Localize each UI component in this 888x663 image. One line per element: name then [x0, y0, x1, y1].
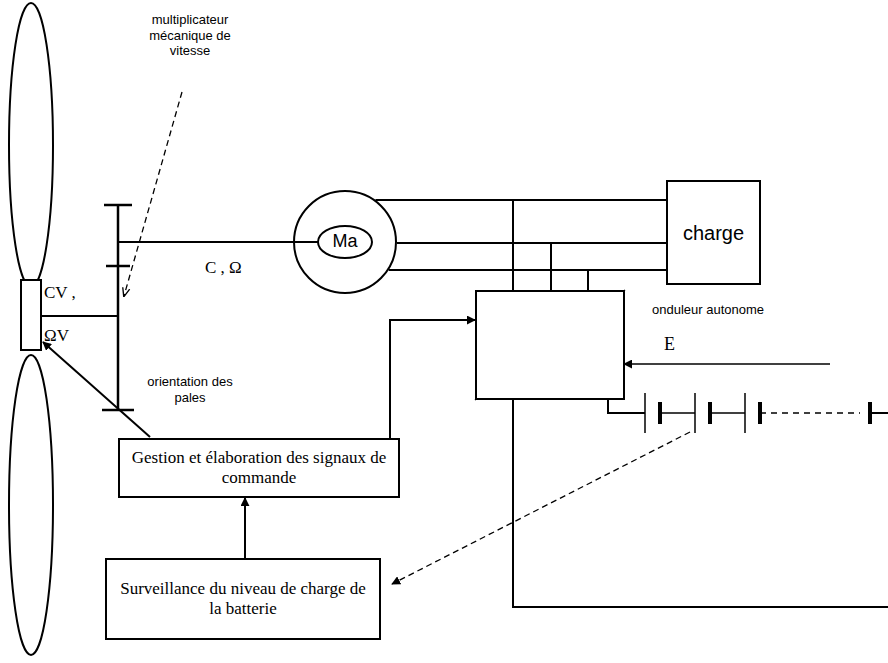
box-heading: onduleur autonome [652, 302, 764, 318]
signal-name: CV , [44, 283, 94, 303]
input-shaft [41, 315, 118, 317]
signal-arrow [245, 498, 246, 558]
machine-stator [294, 191, 396, 293]
leader-line [392, 432, 690, 584]
part-label: orientation des pales [140, 374, 240, 405]
gear [106, 265, 130, 268]
box-text: Gestion et élaboration des signaux de co… [126, 448, 392, 489]
signal-name: C , Ω [205, 258, 275, 278]
battery [645, 393, 888, 433]
connector-path [390, 320, 475, 438]
blade [9, 3, 53, 287]
battery-plate [644, 393, 646, 433]
voltage-label: E [664, 334, 694, 356]
process-box: Gestion et élaboration des signaux de co… [118, 438, 400, 498]
power-line [376, 200, 666, 270]
part-label: multiplicateur mécanique de vitesse [140, 12, 240, 59]
machine-rotor [318, 226, 372, 258]
box-text: charge [683, 221, 744, 245]
pitch-control-arrow [43, 342, 150, 437]
connector-path [397, 243, 551, 290]
voltage-arrow [624, 363, 830, 364]
battery-wire [870, 412, 888, 414]
connector-path [389, 270, 588, 290]
dc-wire [513, 400, 888, 607]
battery-wire [660, 412, 695, 414]
machine-circle: Ma [293, 190, 397, 294]
blade [9, 355, 53, 655]
leader-line [124, 92, 182, 296]
hub [21, 280, 41, 350]
process-box: Surveillance du niveau de charge de la b… [105, 558, 381, 640]
inverter-diagonal [475, 290, 625, 400]
box-text: Ma [332, 231, 357, 253]
battery-wire [710, 412, 745, 414]
signal-name: ΩV [44, 326, 94, 346]
inverter-box: onduleur autonome [475, 290, 625, 400]
battery-plate [694, 393, 696, 433]
box-text: Surveillance du niveau de charge de la b… [113, 579, 373, 620]
gear [117, 205, 120, 410]
battery-plate [744, 393, 746, 433]
gear [104, 204, 132, 207]
power-line [376, 200, 588, 290]
signal-arrow [390, 320, 475, 438]
output-shaft [118, 241, 318, 243]
dc-wire [608, 400, 645, 413]
battery-wire [760, 412, 860, 414]
connector-path [244, 498, 246, 558]
load-box: charge [666, 180, 761, 285]
